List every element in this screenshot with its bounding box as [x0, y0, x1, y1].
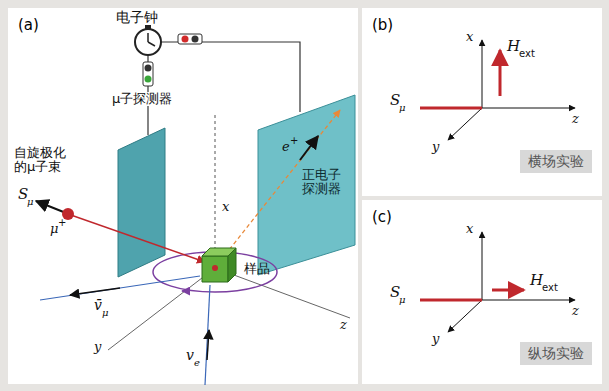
subscript: ext: [542, 282, 558, 293]
superscript: +: [58, 217, 66, 228]
subscript: μ: [399, 294, 406, 305]
subscript: μ: [399, 102, 406, 113]
axis-label: z: [572, 304, 579, 318]
axis-label: y: [432, 332, 439, 346]
subscript: ext: [519, 48, 535, 59]
experiment-label: 横场实验: [528, 153, 584, 170]
symbol: v: [186, 348, 194, 363]
symbol: v̄: [94, 298, 102, 313]
subscript: e: [194, 357, 200, 368]
axis-label: z: [340, 318, 347, 332]
detector-label: 正电子探测器: [302, 168, 344, 197]
axis-label: x: [466, 222, 473, 236]
experiment-label: 纵场实验: [528, 345, 584, 362]
experiment-box: 横场实验: [520, 150, 592, 173]
superscript: +: [290, 135, 298, 146]
symbol: S: [390, 92, 400, 109]
symbol: S: [390, 284, 400, 301]
symbol: H: [507, 38, 520, 55]
symbol: S: [18, 186, 28, 203]
axis-label: x: [222, 200, 229, 214]
undefined: μ子探测器: [110, 92, 174, 106]
symbol: μ: [50, 222, 58, 236]
subscript: μ: [27, 196, 34, 207]
axis-label: x: [466, 30, 473, 44]
symbol: e: [282, 140, 290, 154]
axis-label: z: [572, 112, 579, 126]
axis-label: y: [94, 340, 101, 354]
panel-label: (a): [18, 16, 348, 34]
panel-label: (b): [372, 16, 592, 34]
sample-label: 样品: [244, 262, 270, 276]
beam-label: 自旋极化的μ子束: [14, 146, 71, 175]
subscript: μ: [102, 307, 109, 318]
panel-label: (c): [372, 208, 592, 226]
clock-label: 电子钟: [116, 10, 158, 25]
experiment-box: 纵场实验: [520, 342, 592, 365]
axis-label: y: [432, 140, 439, 154]
symbol: H: [530, 272, 543, 289]
